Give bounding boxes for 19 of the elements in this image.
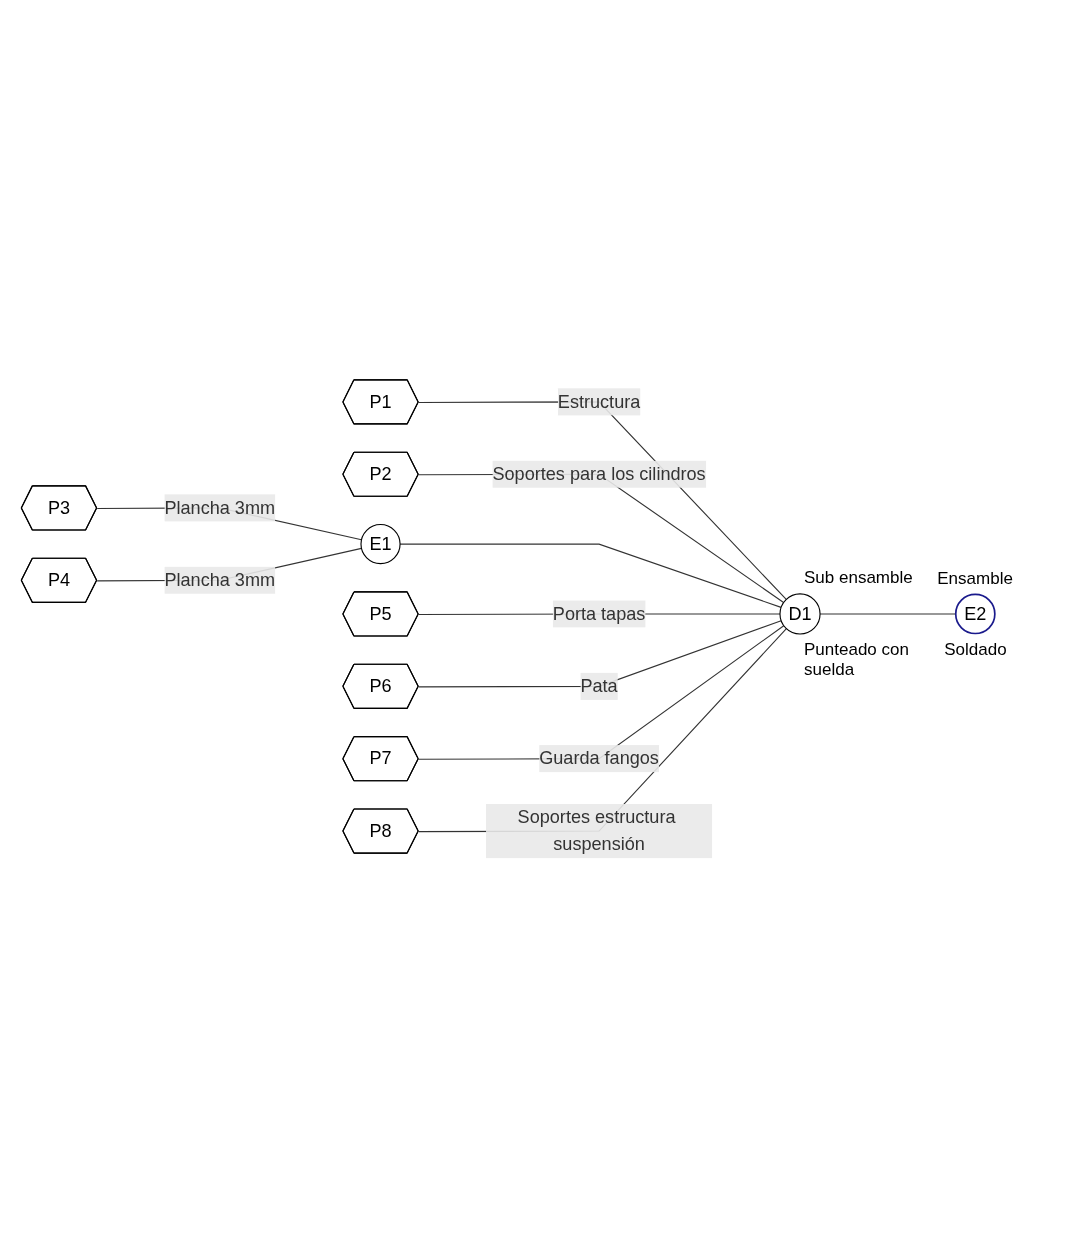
edge-label: Plancha 3mm [164,498,276,518]
connector [418,628,787,833]
edge-label: Guarda fangos [539,748,659,769]
node-circle: E2 [954,594,996,635]
connector [418,625,785,761]
node-caption: Sub ensamble [804,568,914,589]
node-circle: E1 [360,524,401,565]
node-caption: Ensamble [937,568,1013,589]
edge-label: Estructura [557,392,641,412]
connector [418,620,782,688]
connector [418,401,787,601]
node-caption: Soldado [944,640,1007,660]
node-circle: D1 [779,593,821,636]
node-caption: Punteado con suelda [804,640,910,681]
edge-label: Soportes estructura suspensión [517,807,676,855]
edge-label: Soportes para los cilindros [492,464,706,484]
edge-label: Pata [580,676,618,696]
edge-label: Porta tapas [552,604,646,624]
edge-label: Plancha 3mm [164,570,276,590]
